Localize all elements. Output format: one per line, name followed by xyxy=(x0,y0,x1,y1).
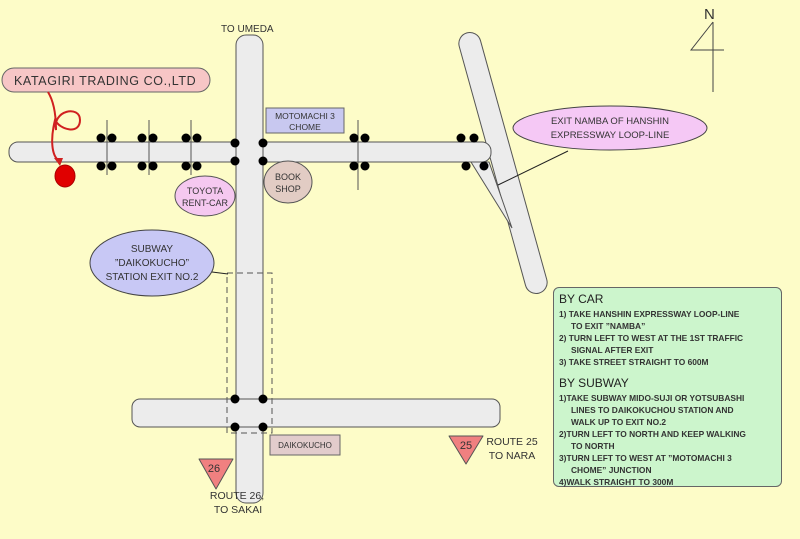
north-arrow-icon xyxy=(689,21,724,92)
toyota-rentcar-marker xyxy=(174,175,236,217)
route-26-shield-icon xyxy=(198,458,234,490)
motomachi-line2: CHOME xyxy=(289,122,321,132)
subway-step-2: 2)TURN LEFT TO NORTH AND KEEP WALKING xyxy=(559,429,746,439)
company-label-box xyxy=(1,67,211,93)
motomachi-box xyxy=(265,107,345,134)
daikokucho-label: DAIKOKUCHO xyxy=(278,441,332,450)
motomachi-line1: MOTOMACHI 3 xyxy=(275,111,335,121)
company-location-marker xyxy=(54,164,76,188)
car-step-3: 3) TAKE STREET STRAIGHT TO 600M xyxy=(559,357,709,367)
main-street-overlay xyxy=(237,143,262,161)
exit-namba-line2: EXPRESSWAY LOOP-LINE xyxy=(551,130,670,141)
route-25-line2: TO NARA xyxy=(489,450,535,462)
car-step-1-cont: TO EXIT ”NAMBA” xyxy=(571,321,646,331)
directions-box: BY CAR 1) TAKE HANSHIN EXPRESSWAY LOOP-L… xyxy=(553,287,782,487)
company-label: KATAGIRI TRADING CO.,LTD xyxy=(14,74,196,88)
car-step-1: 1) TAKE HANSHIN EXPRESSWAY LOOP-LINE xyxy=(559,309,740,319)
north-label: N xyxy=(704,6,715,23)
car-step-2: 2) TURN LEFT TO WEST AT THE 1ST TRAFFIC xyxy=(559,333,744,343)
subway-step-1-cont2: WALK UP TO EXIT NO.2 xyxy=(571,417,667,427)
subway-step-3: 3)TURN LEFT TO WEST AT ”MOTOMACHI 3 xyxy=(559,453,732,463)
subway-exit-area xyxy=(226,272,273,434)
subway-step-3-cont: CHOME” JUNCTION xyxy=(571,465,652,475)
toyota-line1: TOYOTA xyxy=(187,186,223,196)
route-26-line1: ROUTE 26, xyxy=(210,490,264,502)
by-subway-title: BY SUBWAY xyxy=(559,376,629,390)
subway-step-1-cont: LINES TO DAIKOKUCHOU STATION AND xyxy=(571,405,734,415)
north-south-street xyxy=(235,34,264,504)
subway-step-1: 1)TAKE SUBWAY MIDO-SUJI OR YOTSUBASHI xyxy=(559,393,745,403)
exit-namba-pointer xyxy=(497,150,569,186)
exit-namba-line1: EXIT NAMBA OF HANSHIN xyxy=(551,116,669,127)
route-26-line2: TO SAKAI xyxy=(214,504,262,516)
exit-namba-marker xyxy=(512,105,708,151)
lower-street xyxy=(131,398,501,428)
traffic-signals xyxy=(96,133,489,432)
subway-station-marker xyxy=(89,229,215,297)
book-shop-marker xyxy=(263,160,313,204)
route-25-number: 25 xyxy=(460,440,472,452)
bookshop-line1: BOOK xyxy=(275,172,301,182)
subway-line2: ”DAIKOKUCHO” xyxy=(115,258,189,269)
route-25-shield-icon xyxy=(448,435,484,465)
to-umeda-label: TO UMEDA xyxy=(221,24,274,35)
company-route-arrow xyxy=(47,91,82,161)
lower-overlay xyxy=(237,400,262,426)
daikokucho-box xyxy=(269,434,341,456)
subway-step-4: 4)WALK STRAIGHT TO 300M xyxy=(559,477,674,487)
subway-line3: STATION EXIT NO.2 xyxy=(106,272,199,283)
subway-pointer xyxy=(211,271,229,275)
car-step-2-cont: SIGNAL AFTER EXIT xyxy=(571,345,654,355)
subway-line1: SUBWAY xyxy=(131,244,174,255)
subway-step-2-cont: TO NORTH xyxy=(571,441,615,451)
toyota-line2: RENT-CAR xyxy=(182,198,229,208)
route-25-line1: ROUTE 25 xyxy=(486,436,538,448)
route-26-number: 26 xyxy=(208,463,220,475)
bookshop-line2: SHOP xyxy=(275,184,301,194)
by-car-title: BY CAR xyxy=(559,292,604,306)
expressway-road xyxy=(458,32,548,294)
arrowhead-icon xyxy=(54,158,63,166)
